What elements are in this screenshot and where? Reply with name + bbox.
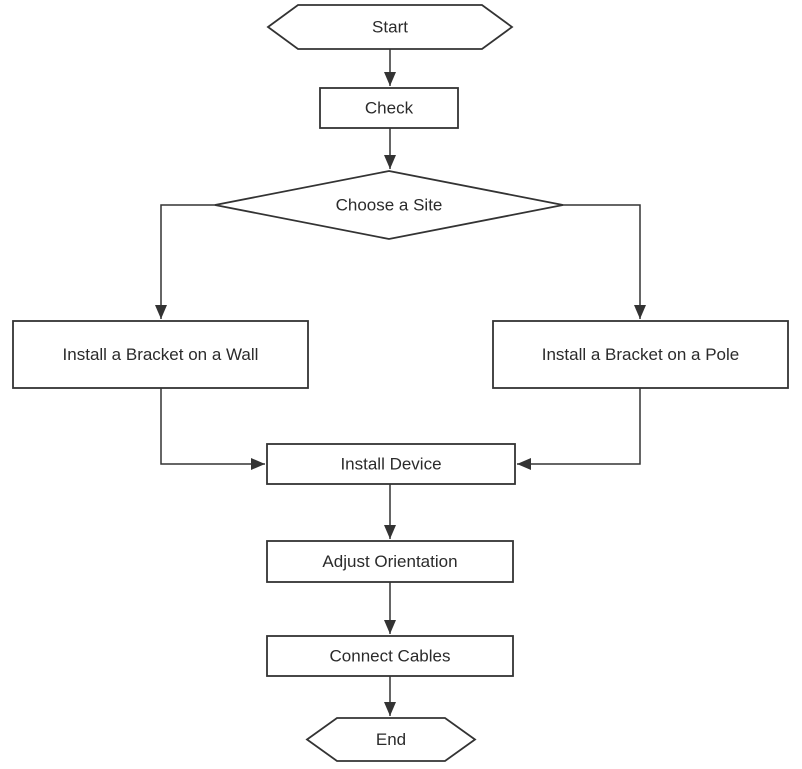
- node-label-install-wall: Install a Bracket on a Wall: [63, 345, 259, 364]
- node-label-connect-cables: Connect Cables: [330, 647, 451, 666]
- node-check: Check: [319, 87, 459, 129]
- edge-choose-to-wall: [155, 204, 215, 319]
- node-label-end: End: [376, 730, 406, 749]
- node-choose-site: Choose a Site: [214, 170, 564, 240]
- edge-choose-to-pole: [563, 204, 646, 319]
- node-label-start: Start: [372, 18, 408, 37]
- node-label-install-pole: Install a Bracket on a Pole: [542, 345, 740, 364]
- node-label-install-device: Install Device: [340, 455, 441, 474]
- rect-shape-check: [319, 87, 459, 129]
- rect-shape-adjust-orientation: [266, 540, 514, 583]
- node-label-check: Check: [365, 99, 414, 118]
- rect-shape-install-wall: [12, 320, 309, 389]
- edge-wall-to-device: [160, 388, 265, 470]
- node-label-choose-site: Choose a Site: [336, 196, 443, 215]
- node-install-device: Install Device: [266, 443, 516, 485]
- rect-shape-install-pole: [492, 320, 789, 389]
- node-install-wall: Install a Bracket on a Wall: [12, 320, 309, 389]
- rect-shape-install-device: [266, 443, 516, 485]
- hexagon-shape-start: [266, 4, 514, 50]
- rect-shape-connect-cables: [266, 635, 514, 677]
- node-install-pole: Install a Bracket on a Pole: [492, 320, 789, 389]
- diamond-shape-choose-site: [214, 170, 564, 240]
- node-label-adjust-orientation: Adjust Orientation: [322, 552, 457, 571]
- edge-pole-to-device: [517, 388, 641, 470]
- node-adjust-orientation: Adjust Orientation: [266, 540, 514, 583]
- node-end: End: [305, 717, 477, 762]
- hexagon-shape-end: [305, 717, 477, 762]
- node-start: Start: [266, 4, 514, 50]
- node-connect-cables: Connect Cables: [266, 635, 514, 677]
